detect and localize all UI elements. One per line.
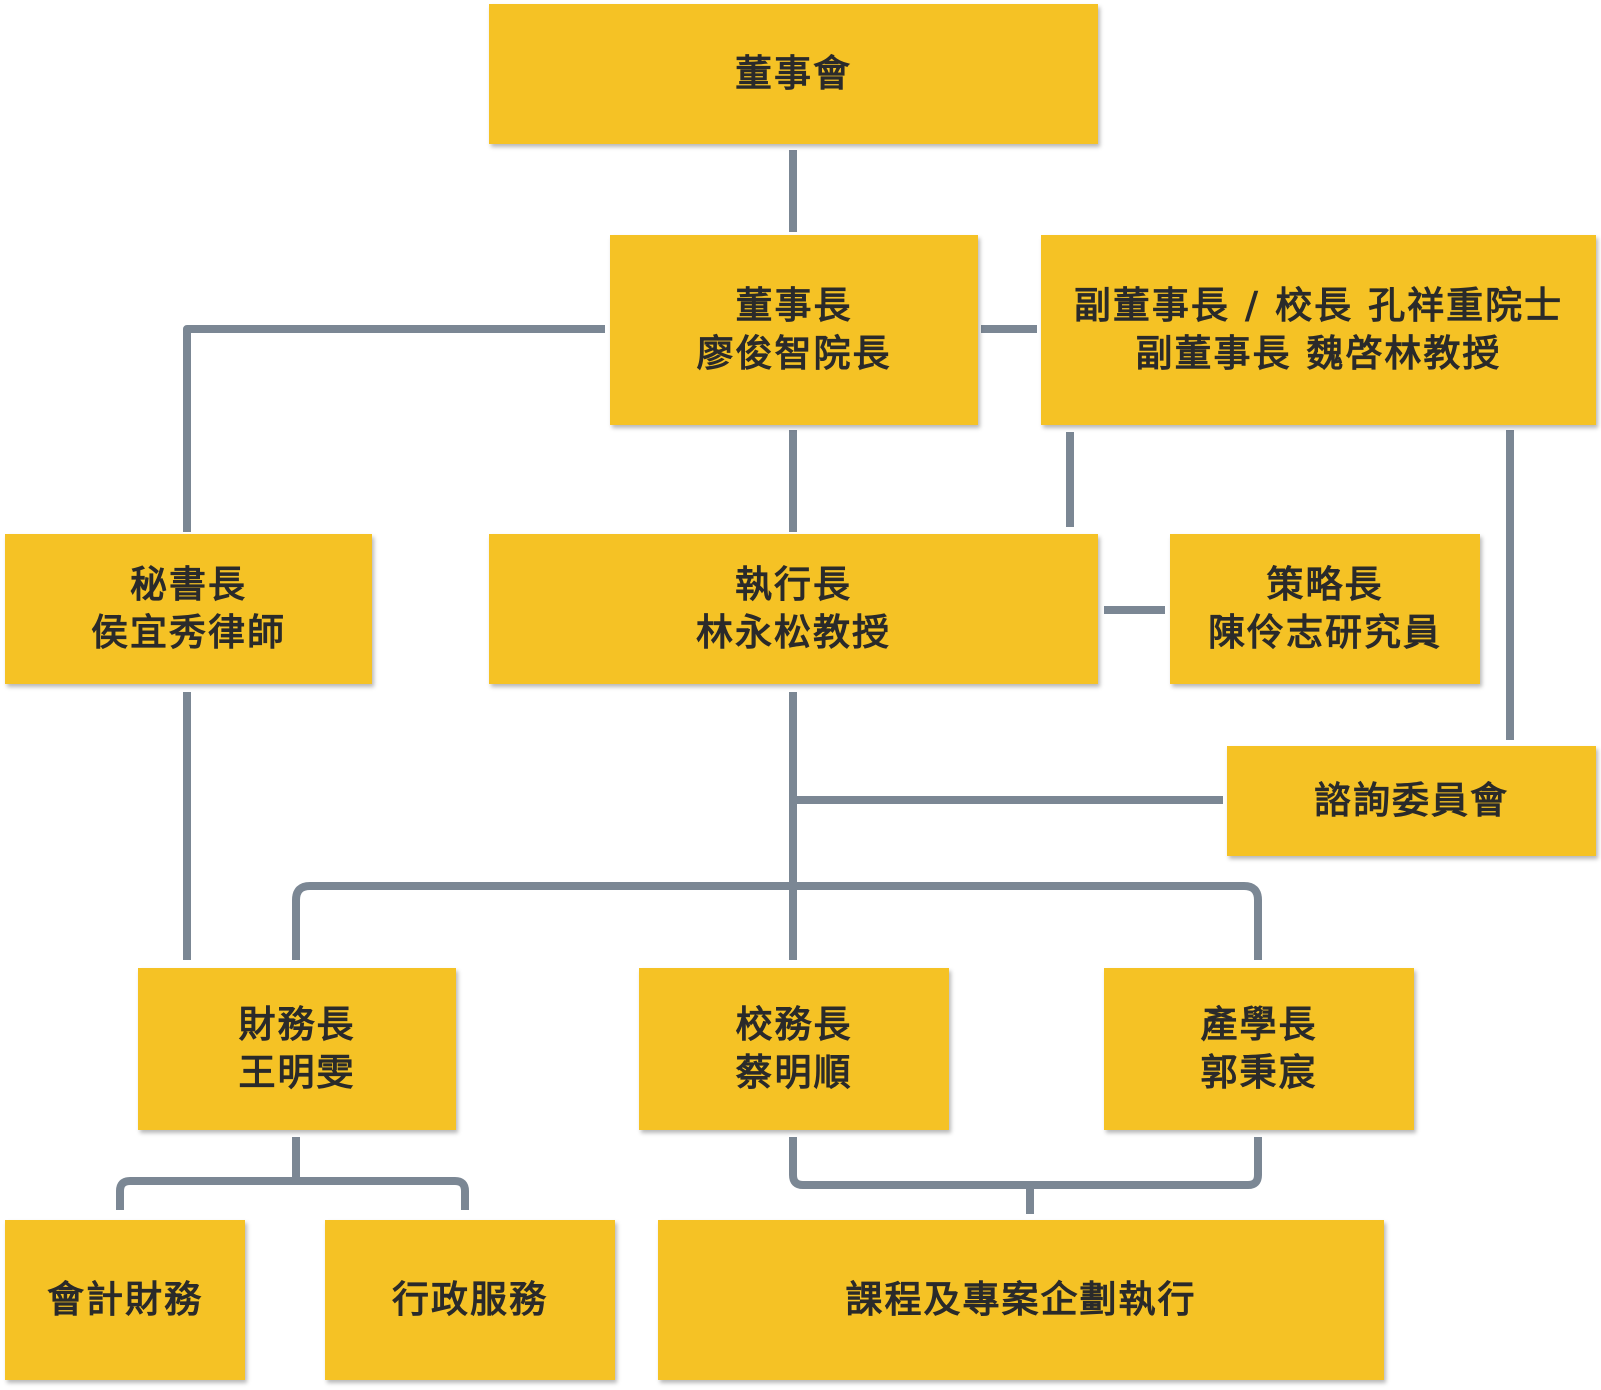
connector-ceo-departments [292,882,1262,960]
school-affairs-title: 校務長 [735,1003,853,1046]
cso-name: 陳伶志研究員 [1208,611,1442,654]
chairman-box: 董事長 廖俊智院長 [610,235,978,425]
school-affairs-name: 蔡明順 [735,1051,853,1094]
vice-chair-line-2: 副董事長 魏啓林教授 [1135,332,1502,375]
advisory-committee-label: 諮詢委員會 [1314,779,1509,822]
vice-chairs-box: 副董事長 / 校長 孔祥重院士 副董事長 魏啓林教授 [1041,235,1596,425]
secretary-general-title: 秘書長 [130,563,247,606]
curriculum-projects-label: 課程及專案企劃執行 [845,1278,1197,1321]
cso-title: 策略長 [1266,563,1384,606]
connector-cfo-units [116,1177,469,1210]
cfo-title: 財務長 [238,1003,356,1046]
chairman-name: 廖俊智院長 [696,332,892,375]
admin-services-box: 行政服務 [325,1220,615,1380]
secretary-general-box: 秘書長 侯宜秀律師 [5,534,372,684]
cfo-box: 財務長 王明雯 [138,968,456,1130]
admin-services-label: 行政服務 [392,1278,548,1321]
board-label: 董事會 [735,52,852,95]
vice-chair-line-1: 副董事長 / 校長 孔祥重院士 [1073,284,1564,327]
ceo-title: 執行長 [735,563,852,606]
ceo-name: 林永松教授 [696,611,891,654]
ceo-box: 執行長 林永松教授 [489,534,1098,684]
school-affairs-box: 校務長 蔡明順 [639,968,949,1130]
chairman-title: 董事長 [735,284,853,327]
connector-chairman-secretary [183,325,605,532]
connector-departments-curriculum [789,1137,1262,1189]
secretary-general-name: 侯宜秀律師 [91,611,286,654]
accounting-label: 會計財務 [47,1278,203,1321]
industry-academia-box: 產學長 郭秉宸 [1104,968,1414,1130]
board-of-directors-box: 董事會 [489,4,1098,144]
cso-box: 策略長 陳伶志研究員 [1170,534,1480,684]
accounting-box: 會計財務 [5,1220,245,1380]
advisory-committee-box: 諮詢委員會 [1227,746,1596,856]
industry-academia-title: 產學長 [1200,1003,1318,1046]
cfo-name: 王明雯 [238,1051,356,1094]
industry-academia-name: 郭秉宸 [1200,1051,1318,1094]
curriculum-projects-box: 課程及專案企劃執行 [658,1220,1384,1380]
